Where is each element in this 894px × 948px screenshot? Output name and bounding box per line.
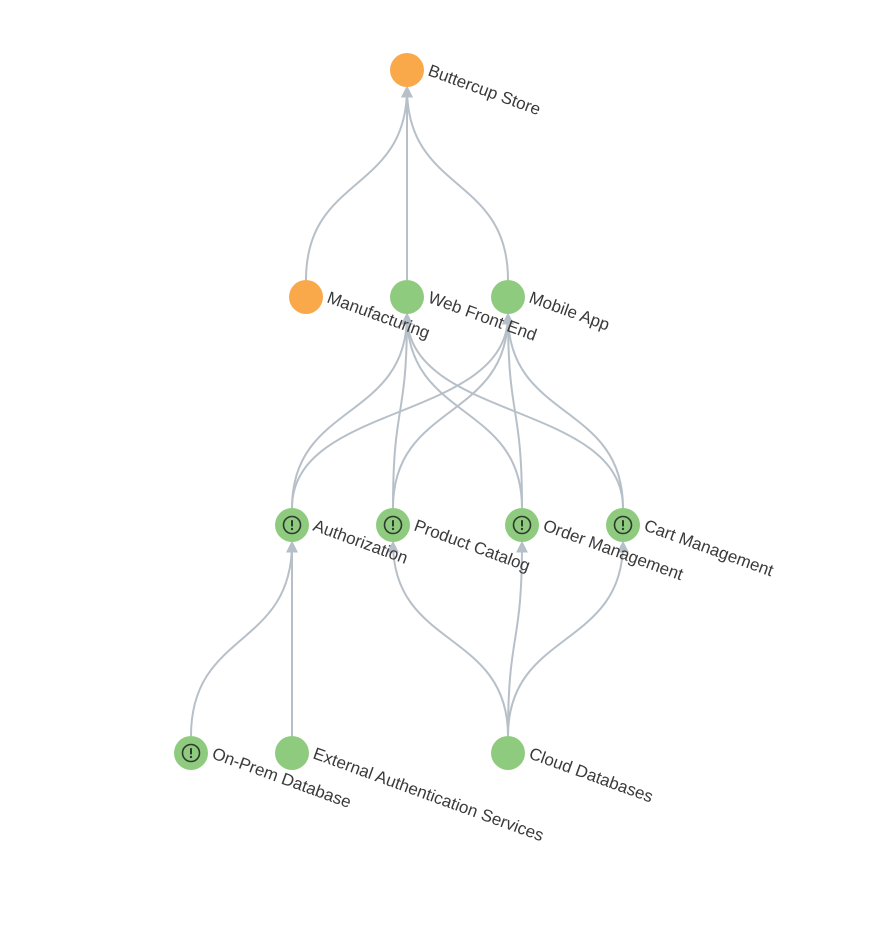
warning-icon [512, 515, 532, 535]
node-cloud-databases[interactable]: Cloud Databases [491, 736, 656, 806]
edge-cloud-databases-to-cart-management [507, 540, 629, 737]
degraded-status-dot[interactable] [390, 53, 424, 87]
warning-icon [613, 515, 633, 535]
warning-icon [282, 515, 302, 535]
edge-product-catalog-to-mobile-app [392, 312, 514, 509]
node-buttercup-store[interactable]: Buttercup Store [390, 53, 543, 119]
healthy-status-dot[interactable] [491, 280, 525, 314]
healthy-status-dot[interactable] [390, 280, 424, 314]
node-cart-management[interactable]: Cart Management [606, 508, 776, 580]
edge-order-management-to-mobile-app [502, 312, 523, 509]
edge-mobile-app-to-buttercup-store [401, 85, 509, 281]
edge-cloud-databases-to-product-catalog [387, 540, 509, 737]
node-label: Cloud Databases [527, 744, 656, 806]
edge-authorization-to-web-front-end [291, 312, 413, 509]
edge-cloud-databases-to-order-management [507, 540, 528, 737]
warning-icon [181, 743, 201, 763]
edges-layer [190, 85, 629, 737]
degraded-status-dot[interactable] [289, 280, 323, 314]
edge-order-management-to-web-front-end [401, 312, 523, 509]
node-label: Buttercup Store [426, 61, 543, 119]
healthy-status-dot[interactable] [491, 736, 525, 770]
healthy-status-dot[interactable] [275, 736, 309, 770]
edge-on-prem-database-to-authorization [190, 540, 298, 737]
edge-cart-management-to-mobile-app [502, 312, 624, 509]
edge-authorization-to-mobile-app [291, 312, 514, 509]
edge-manufacturing-to-buttercup-store [305, 85, 413, 281]
warning-icon [383, 515, 403, 535]
node-label: Mobile App [527, 288, 613, 335]
